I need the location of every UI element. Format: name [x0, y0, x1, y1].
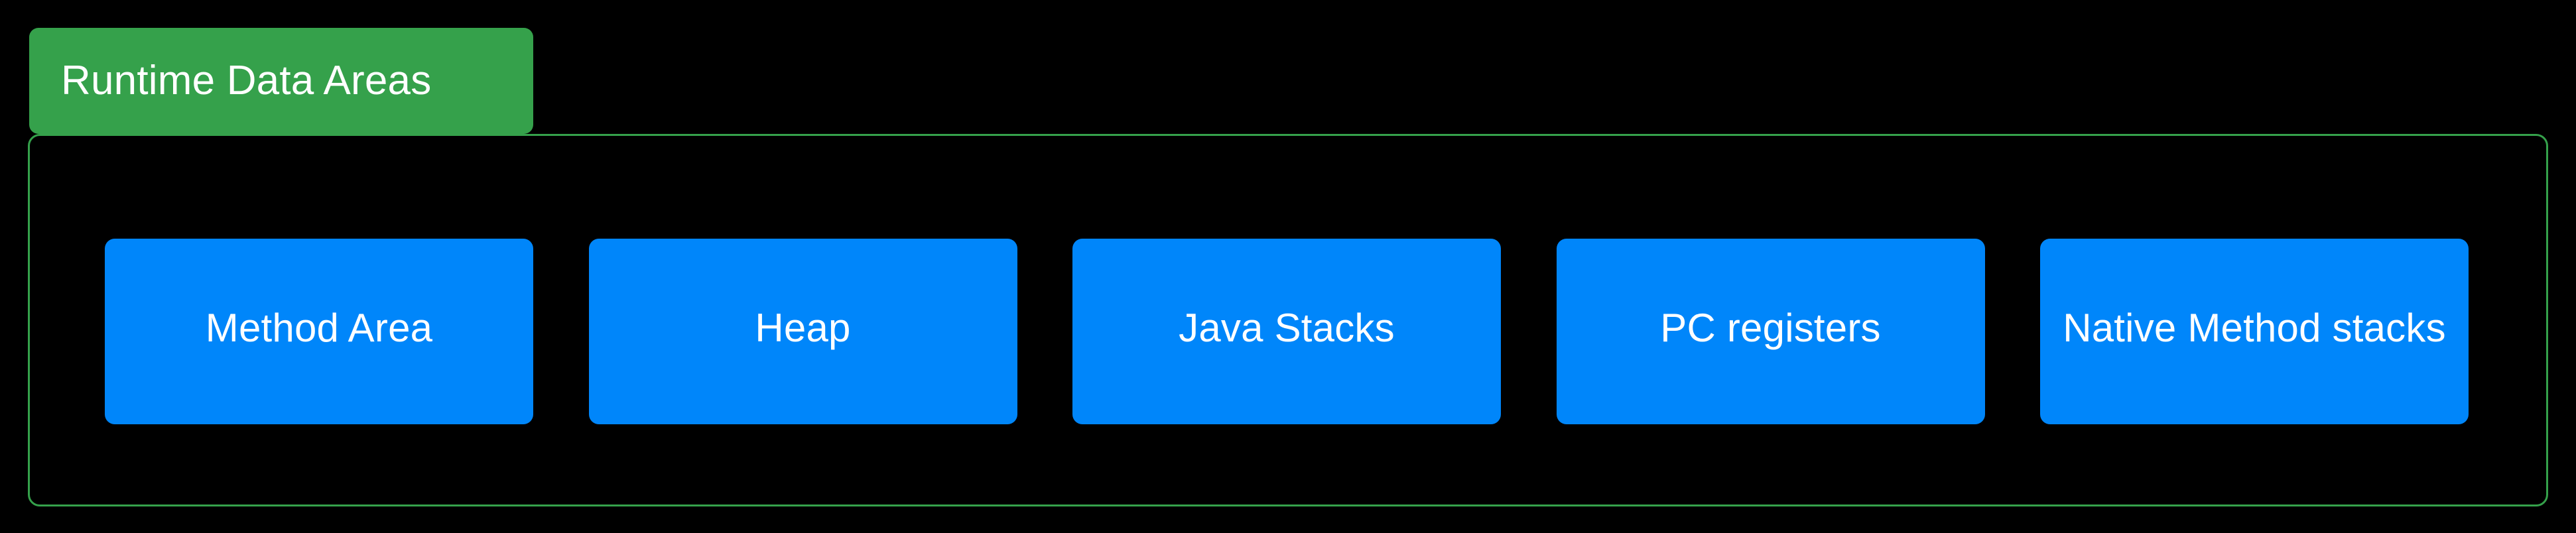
node-label: Native Method stacks: [2063, 306, 2446, 350]
node-label: PC registers: [1660, 306, 1881, 350]
group-label-tab: Runtime Data Areas: [29, 28, 533, 134]
node-label: Method Area: [205, 306, 433, 350]
node-label: Java Stacks: [1179, 306, 1395, 350]
node-native-method-stacks[interactable]: Native Method stacks: [2040, 239, 2469, 424]
group-label-text: Runtime Data Areas: [61, 58, 432, 103]
node-pc-registers[interactable]: PC registers: [1556, 239, 1985, 424]
node-method-area[interactable]: Method Area: [105, 239, 533, 424]
node-label: Heap: [755, 306, 851, 350]
node-heap[interactable]: Heap: [588, 239, 1017, 424]
node-row: Method Area Heap Java Stacks PC register…: [105, 239, 2469, 424]
node-java-stacks[interactable]: Java Stacks: [1072, 239, 1501, 424]
